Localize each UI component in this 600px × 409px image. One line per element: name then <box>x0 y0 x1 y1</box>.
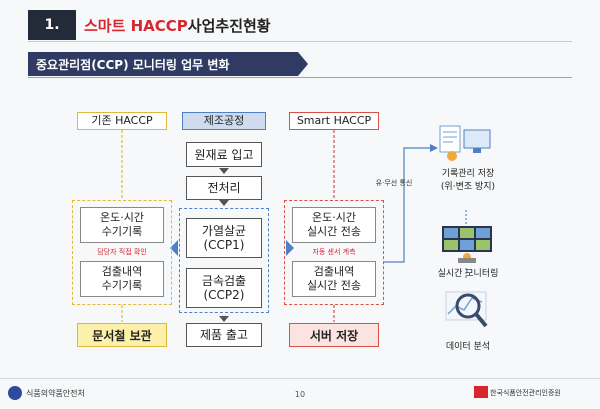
banner-divider <box>28 77 572 78</box>
page-title-rest: 사업추진현황 <box>187 16 271 35</box>
output-record-storage-label: 기록관리 저장 (위·변조 방지) <box>440 169 496 192</box>
header-divider <box>28 41 572 42</box>
ccp-group <box>179 208 269 313</box>
legacy-temp-record: 온도·시간 수기기록 <box>80 207 164 243</box>
process-step-shipping: 제품 출고 <box>186 323 262 347</box>
output-data-analysis-label: 데이터 분석 <box>445 341 491 352</box>
smart-records-group <box>284 200 384 305</box>
legacy-note: 담당자 직접 확인 <box>97 248 147 256</box>
smart-footer-server: 서버 저장 <box>289 323 379 347</box>
ccp1-heat-sterilization: 가열살균 (CCP1) <box>186 218 262 258</box>
legacy-detect-record: 검출내역 수기기록 <box>80 261 164 297</box>
haccp-logo-icon <box>474 386 488 398</box>
page-title: 스마트 HACCP 사업추진현황 <box>84 12 271 38</box>
legacy-records-group <box>72 200 172 305</box>
banner-arrow <box>298 52 308 76</box>
page-title-accent: 스마트 HACCP <box>84 16 188 35</box>
smart-temp-transmit: 온도·시간 실시간 전송 <box>292 207 376 243</box>
output-monitoring-label: 실시간 모니터링 <box>437 268 499 279</box>
page-number: 10 <box>294 389 306 399</box>
smart-haccp-header: Smart HACCP <box>289 112 379 130</box>
smart-detect-transmit: 검출내역 실시간 전송 <box>292 261 376 297</box>
section-banner: 중요관리점(CCP) 모니터링 업무 변화 <box>28 52 298 76</box>
footer-left-org: 식품의약품안전처 <box>26 388 85 398</box>
ccp2-metal-detection: 금속검출 (CCP2) <box>186 268 262 308</box>
legacy-haccp-header: 기존 HACCP <box>77 112 167 130</box>
process-step-pretreatment: 전처리 <box>186 176 262 200</box>
process-step-raw-material: 원재료 입고 <box>186 142 262 167</box>
smart-note: 자동 센서 계측 <box>312 248 356 256</box>
monitoring-screens-icon <box>440 224 494 264</box>
section-number: 1. <box>28 10 76 40</box>
document-computer-icon <box>438 120 494 164</box>
legacy-footer-archive: 문서철 보관 <box>77 323 167 347</box>
magnifier-analysis-icon <box>442 284 494 330</box>
network-label: 유·무선 통신 <box>375 179 413 187</box>
process-header: 제조공정 <box>182 112 266 130</box>
mfds-logo-icon <box>8 386 22 400</box>
footer-divider <box>0 378 600 379</box>
footer-right-org: 한국식품안전관리인증원 <box>490 389 561 397</box>
